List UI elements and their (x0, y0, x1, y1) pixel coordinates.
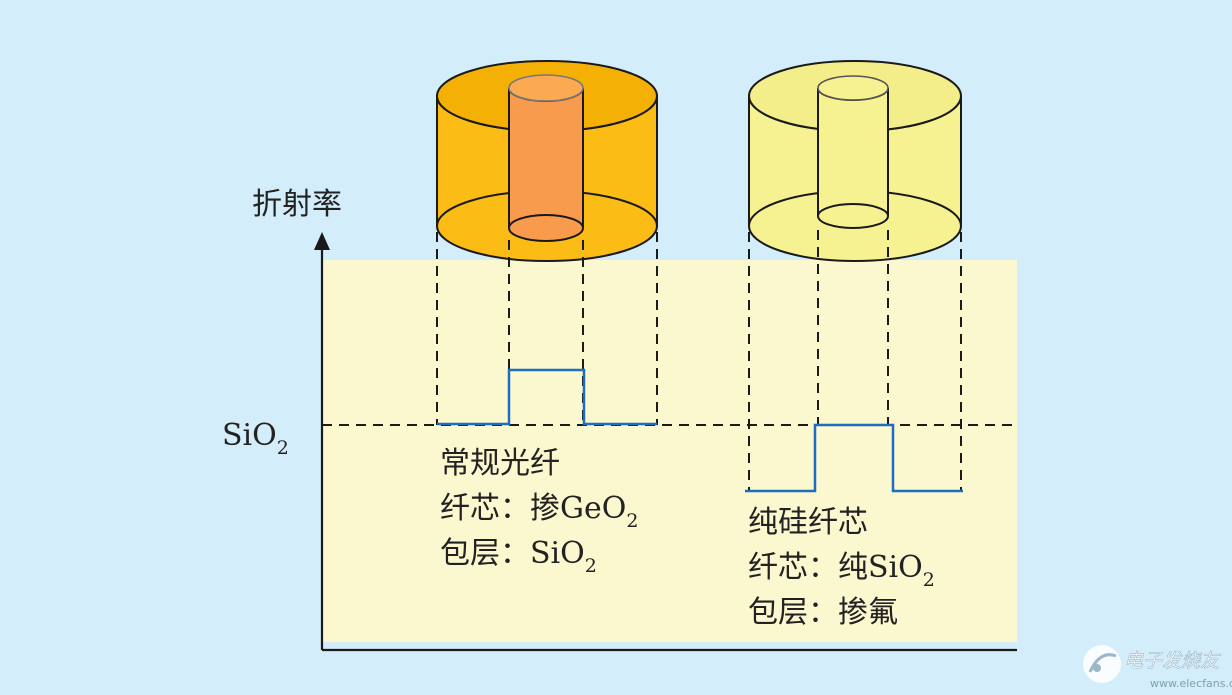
conventional-core-top (508, 74, 584, 102)
pure-silica-index-profile (745, 423, 963, 493)
watermark-brand: 电子发烧友 (1124, 650, 1221, 672)
pure-silica-cladding-line: 包层：掺氟 (748, 595, 898, 630)
conventional-core-line: 纤芯：掺GeO2 (440, 491, 638, 532)
y-axis-label: 折射率 (252, 187, 342, 222)
pure-silica-core-bottom-back (817, 203, 889, 217)
pure-silica-core-fiber: 纯硅纤芯 纤芯：纯SiO2 包层：掺氟 (745, 60, 963, 630)
conventional-fiber: 常规光纤 纤芯：掺GeO2 包层：SiO2 (436, 60, 658, 577)
conventional-title: 常规光纤 (440, 446, 560, 481)
pure-silica-core-line: 纤芯：纯SiO2 (748, 550, 935, 591)
conventional-core-bottom-back (508, 214, 584, 229)
pure-silica-core-top (817, 75, 889, 101)
conventional-index-profile (437, 368, 657, 426)
conventional-cylinder (436, 60, 658, 262)
watermark: 电子发烧友 www.elecfans.com (1083, 645, 1232, 690)
conventional-caption: 常规光纤 纤芯：掺GeO2 包层：SiO2 (440, 446, 638, 577)
watermark-url: www.elecfans.com (1150, 677, 1232, 690)
pure-silica-guide-lines (748, 230, 962, 490)
pure-silica-cylinder (748, 60, 962, 262)
conventional-cladding-line: 包层：SiO2 (440, 536, 597, 577)
axes (320, 245, 1017, 652)
pure-silica-title: 纯硅纤芯 (748, 505, 868, 540)
sio2-reference-label: SiO2 (222, 418, 289, 459)
pure-silica-caption: 纯硅纤芯 纤芯：纯SiO2 包层：掺氟 (748, 505, 935, 630)
y-axis-arrow-icon (314, 232, 330, 250)
elecfans-logo-icon (1083, 645, 1121, 683)
